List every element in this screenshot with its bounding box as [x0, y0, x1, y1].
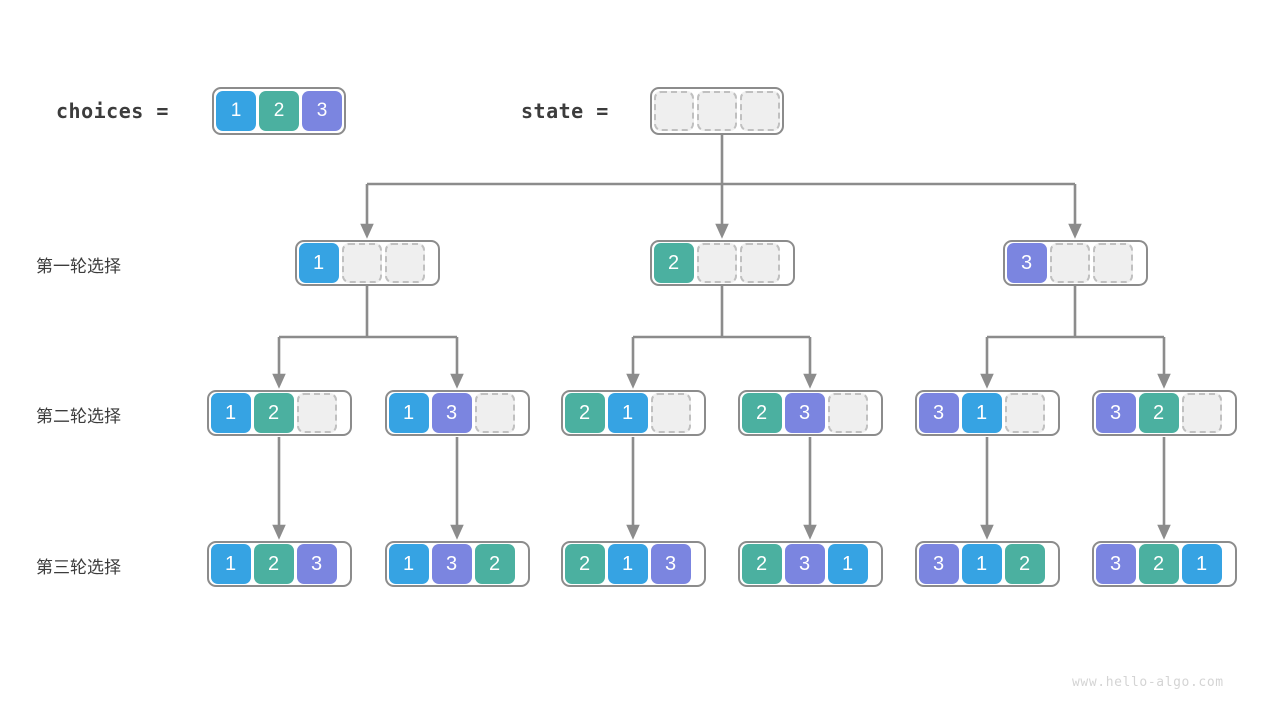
round2-1-cell-0: 1	[388, 393, 429, 433]
round1-0-cell-0: 1	[298, 243, 339, 283]
state-cell-2	[740, 91, 780, 131]
round1-0-cell-2	[384, 243, 425, 283]
round2-2-cell-2	[650, 393, 691, 433]
round2-5-cell-0: 3	[1095, 393, 1136, 433]
round2-1-cell-1: 3	[431, 393, 472, 433]
round3-5-cell-1: 2	[1138, 544, 1179, 584]
round3-0-cell-1: 2	[253, 544, 294, 584]
choices-label: choices =	[56, 99, 169, 123]
round2-5-cell-1: 2	[1138, 393, 1179, 433]
state-cell-0	[654, 91, 694, 131]
round2-2-cell-0: 2	[564, 393, 605, 433]
round1-node-1: 2	[649, 240, 795, 286]
round3-2-cell-1: 1	[607, 544, 648, 584]
round3-1-cell-0: 1	[388, 544, 429, 584]
round3-4-cell-0: 3	[918, 544, 959, 584]
round1-1-cell-2	[739, 243, 780, 283]
round2-5-cell-2	[1181, 393, 1222, 433]
row-label-round-3: 第三轮选择	[36, 558, 121, 577]
round3-2-cell-2: 3	[650, 544, 691, 584]
round2-0-cell-2	[296, 393, 337, 433]
state-cell-1	[697, 91, 737, 131]
choices-cell-0: 1	[216, 91, 256, 131]
round2-1-cell-2	[474, 393, 515, 433]
round3-5-cell-2: 1	[1181, 544, 1222, 584]
round2-4-cell-0: 3	[918, 393, 959, 433]
round2-3-cell-2	[827, 393, 868, 433]
round3-3-cell-2: 1	[827, 544, 868, 584]
row-label-round-1: 第一轮选择	[36, 257, 121, 276]
round1-node-0: 1	[294, 240, 440, 286]
round3-1-cell-1: 3	[431, 544, 472, 584]
round3-3-cell-0: 2	[741, 544, 782, 584]
round2-4-cell-1: 1	[961, 393, 1002, 433]
round3-0-cell-2: 3	[296, 544, 337, 584]
round1-2-cell-1	[1049, 243, 1090, 283]
round1-node-2: 3	[1002, 240, 1148, 286]
watermark: www.hello-algo.com	[1072, 675, 1224, 690]
choices-cell-1: 2	[259, 91, 299, 131]
row-label-round-2: 第二轮选择	[36, 407, 121, 426]
round3-5-cell-0: 3	[1095, 544, 1136, 584]
round2-0-cell-1: 2	[253, 393, 294, 433]
round2-3-cell-0: 2	[741, 393, 782, 433]
round2-0-cell-0: 1	[210, 393, 251, 433]
round1-2-cell-0: 3	[1006, 243, 1047, 283]
round3-2-cell-0: 2	[564, 544, 605, 584]
state-array	[650, 87, 784, 135]
round3-0-cell-0: 1	[210, 544, 251, 584]
choices-cell-2: 3	[302, 91, 342, 131]
round2-4-cell-2	[1004, 393, 1045, 433]
state-label: state =	[521, 99, 609, 123]
round2-2-cell-1: 1	[607, 393, 648, 433]
round2-3-cell-1: 3	[784, 393, 825, 433]
round3-3-cell-1: 3	[784, 544, 825, 584]
round3-4-cell-1: 1	[961, 544, 1002, 584]
round1-1-cell-0: 2	[653, 243, 694, 283]
round3-4-cell-2: 2	[1004, 544, 1045, 584]
round1-0-cell-1	[341, 243, 382, 283]
round3-1-cell-2: 2	[474, 544, 515, 584]
round1-1-cell-1	[696, 243, 737, 283]
round1-2-cell-2	[1092, 243, 1133, 283]
